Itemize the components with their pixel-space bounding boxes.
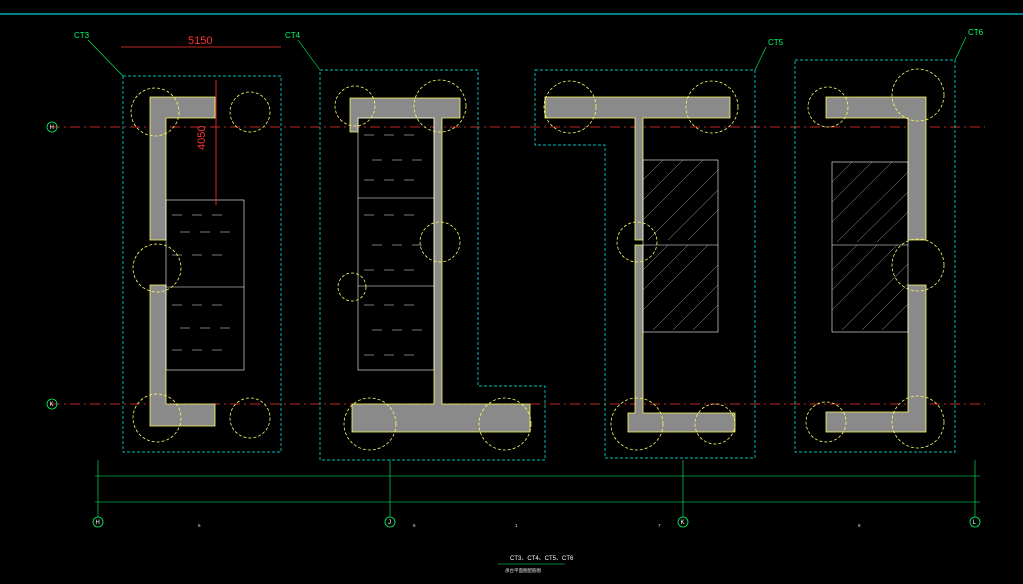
bottom-note-4: 7 [658,523,661,528]
sheet-subtitle: 承台平面图配筋图 [505,567,541,574]
axis-marker-bottom-2: J [384,460,396,528]
cap-ct3-dim-top: 5150 [188,35,212,47]
bottom-note-5: 8 [858,523,861,528]
cap-ct6: CT6 [794,28,984,453]
cap-ct3-dim-vertical: 4050 [196,126,208,150]
axis-marker-bottom-4: L [969,460,981,528]
axis-label-left-1: H [50,125,54,131]
cap-ct5: CT5 [534,38,784,459]
axis-label-bottom-4: L [973,520,977,526]
axis-label-bottom-1: H [96,520,100,526]
cap-ct4-label: CT4 [285,31,301,40]
axis-marker-left-1: H [46,121,58,133]
axis-marker-bottom-3: K [677,460,689,528]
axis-label-bottom-2: J [388,520,391,526]
bottom-note-1: 5 [198,523,201,528]
cap-ct6-label: CT6 [968,28,984,37]
sheet-title: CT3、CT4、CT5、CT6 [510,556,574,562]
cap-ct3: CT3 5150 4050 [74,31,282,453]
cap-ct3-label: CT3 [74,31,90,40]
bottom-note-2: 6 [413,523,416,528]
axis-marker-left-2: K [46,398,58,410]
axis-label-left-2: K [50,402,54,408]
bottom-note-3: 1 [515,523,518,528]
axis-marker-bottom-1: H [92,460,104,528]
cap-ct5-label: CT5 [768,38,784,47]
sheet-title-block: CT3、CT4、CT5、CT6 承台平面图配筋图 [498,556,574,574]
cap-ct4: CT4 [285,31,546,461]
axis-label-bottom-3: K [681,520,685,526]
